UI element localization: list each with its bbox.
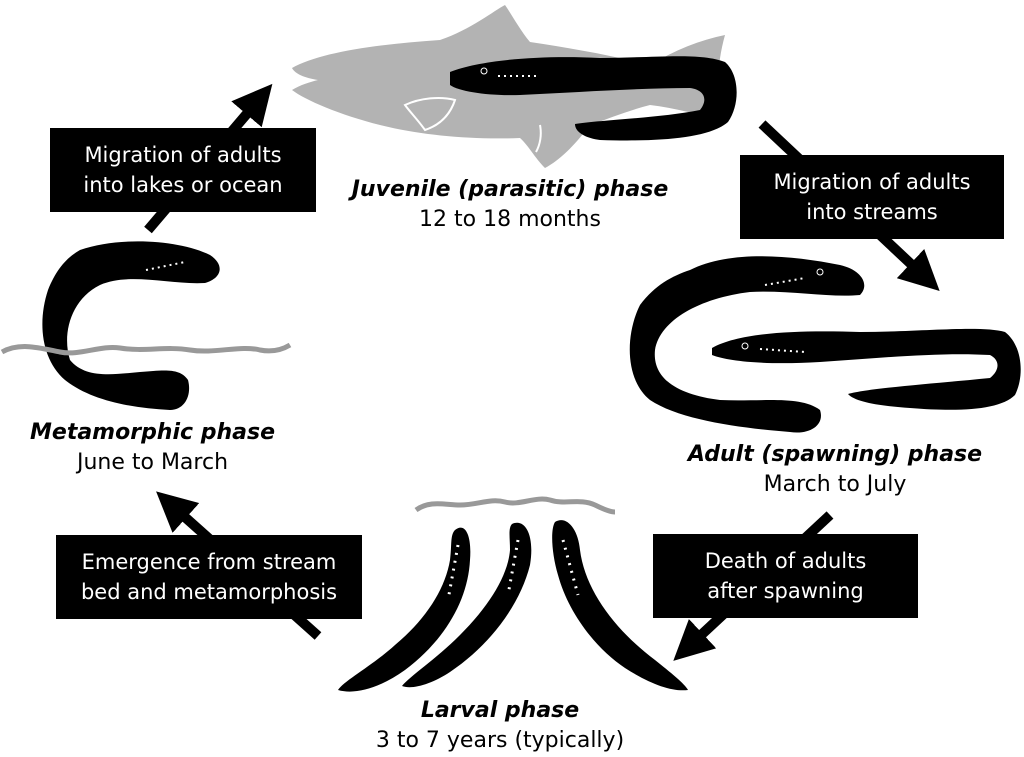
juvenile-lamprey [450,56,737,141]
transition-box-emergence: Emergence from stream bed and metamorpho… [56,535,362,619]
adult-lamprey-lower [712,328,1021,410]
juvenile-phase-caption: Juvenile (parasitic) phase 12 to 18 mont… [330,175,690,235]
juvenile-phase-title: Juvenile (parasitic) phase [351,177,669,202]
juvenile-phase-time: 12 to 18 months [419,207,601,232]
to-streams-line-1: Migration of adults [773,170,971,194]
larval-phase-caption: Larval phase 3 to 7 years (typically) [330,696,670,756]
transition-box-death: Death of adults after spawning [653,534,918,618]
metamorphic-phase-caption: Metamorphic phase June to March [15,418,290,478]
transition-box-to-streams: Migration of adults into streams [740,155,1004,239]
adult-phase-caption: Adult (spawning) phase March to July [680,440,990,500]
adult-phase-time: March to July [763,472,907,497]
metamorphic-lamprey [42,241,220,410]
emergence-line-2: bed and metamorphosis [80,580,338,604]
metamorphic-stream-bed-line [0,342,292,356]
adult-lamprey-upper [629,256,865,433]
transition-box-to-lakes: Migration of adults into lakes or ocean [50,128,316,212]
metamorphic-phase-time: June to March [76,450,229,475]
to-lakes-line-1: Migration of adults [84,143,282,167]
to-streams-line-2: into streams [806,200,938,224]
metamorphic-phase-title: Metamorphic phase [30,420,275,445]
death-line-1: Death of adults [704,549,867,573]
to-lakes-line-2: into lakes or ocean [83,173,283,197]
death-line-2: after spawning [707,579,864,603]
emergence-line-1: Emergence from stream [81,550,337,574]
larval-phase-title: Larval phase [420,698,580,723]
adult-phase-title: Adult (spawning) phase [687,442,983,467]
larval-stream-bed-line [414,496,616,515]
larval-lampreys [338,520,688,692]
larval-phase-time: 3 to 7 years (typically) [375,728,625,753]
